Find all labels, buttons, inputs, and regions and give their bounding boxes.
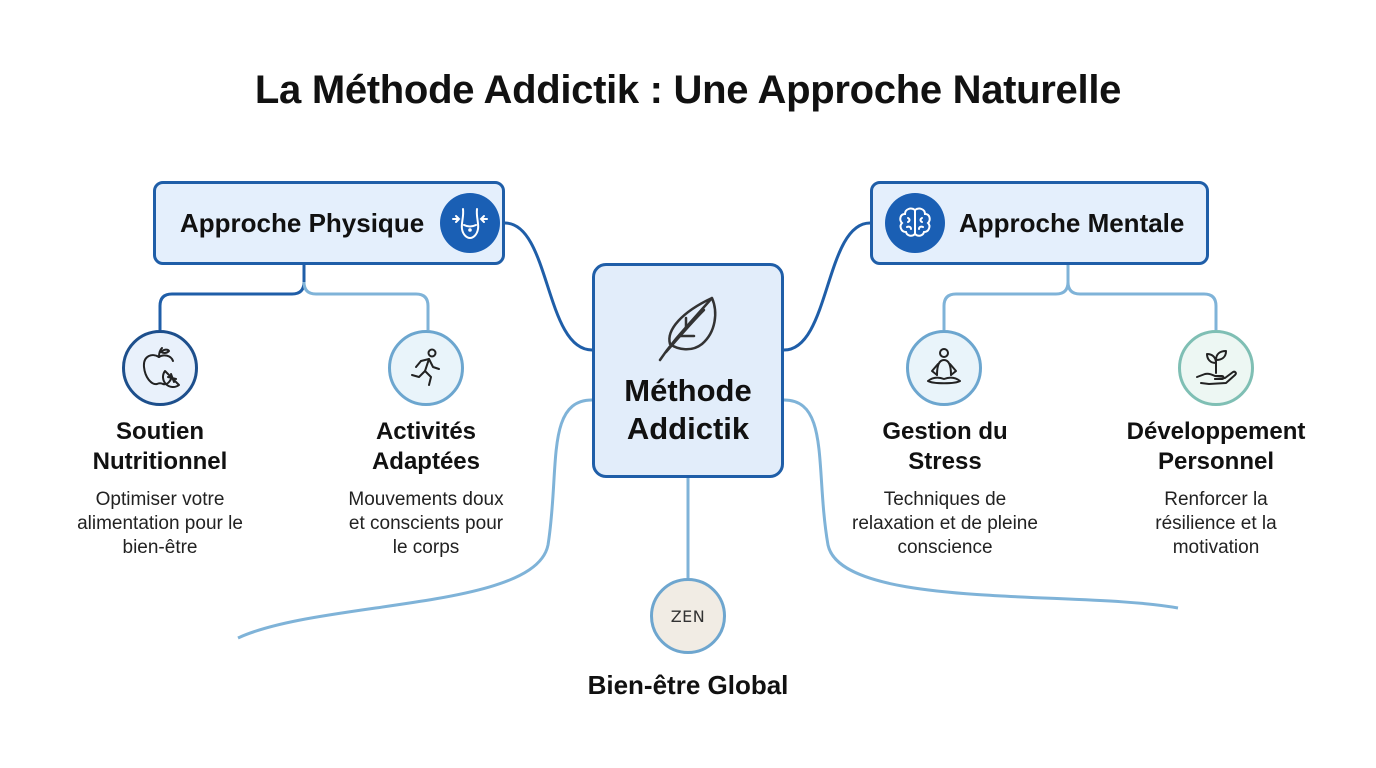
center-label-line2: Addictik <box>626 411 750 446</box>
leaf-icon <box>658 296 717 362</box>
zen-badge-text: ZEN <box>670 606 706 626</box>
connector-physique-activites <box>302 281 430 330</box>
node-title-nutrition: Soutien Nutritionnel <box>40 417 280 477</box>
node-desc-line: relaxation et de pleine <box>852 513 1038 534</box>
connector-mentale-developpement <box>1066 281 1218 330</box>
meditation-icon <box>906 330 982 406</box>
diagram-title: La Méthode Addictik : Une Approche Natur… <box>254 68 1122 112</box>
connector-physique-nutrition <box>158 265 306 330</box>
node-desc-line: Mouvements doux <box>348 489 504 510</box>
node-title-line: Stress <box>908 448 982 475</box>
approche-mentale-pill: Approche Mentale <box>870 181 1209 265</box>
sprout-in-hand-icon <box>1178 330 1254 406</box>
center-label: Méthode Addictik <box>595 372 781 448</box>
node-title-line: Développement <box>1126 418 1306 445</box>
waist-measure-icon <box>440 193 501 253</box>
node-title-line: Activités <box>375 418 477 445</box>
node-desc-line: résilience et la <box>1155 513 1277 534</box>
node-title-line: Personnel <box>1157 448 1275 475</box>
approche-mentale-label: Approche Mentale <box>959 207 1185 238</box>
zen-badge-icon: ZEN <box>650 578 726 654</box>
running-person-icon <box>388 330 464 406</box>
node-title-stress: Gestion du Stress <box>825 417 1065 477</box>
node-desc-stress: Techniques de relaxation et de pleine co… <box>825 488 1065 560</box>
apple-icon <box>122 330 198 406</box>
bien-etre-global-label: Bien-être Global <box>587 670 789 700</box>
node-desc-nutrition: Optimiser votre alimentation pour le bie… <box>40 488 280 560</box>
node-desc-line: Techniques de <box>883 489 1007 510</box>
node-title-line: Adaptées <box>371 448 481 475</box>
node-desc-line: Renforcer la <box>1164 489 1268 510</box>
brain-icon <box>885 193 945 253</box>
node-desc-line: conscience <box>897 537 993 558</box>
approche-physique-label: Approche Physique <box>180 207 425 238</box>
node-desc-line: bien-être <box>122 537 198 558</box>
node-title-line: Soutien <box>116 418 204 445</box>
connector-mentale-center <box>783 221 871 352</box>
node-title-line: Nutritionnel <box>92 448 228 475</box>
node-desc-line: le corps <box>392 537 460 558</box>
node-desc-activites: Mouvements doux et conscients pour le co… <box>306 488 546 560</box>
node-desc-developpement: Renforcer la résilience et la motivation <box>1096 488 1336 560</box>
curve-right <box>783 398 1179 610</box>
node-title-developpement: Développement Personnel <box>1096 417 1336 477</box>
node-desc-line: Optimiser votre <box>95 489 225 510</box>
node-title-line: Gestion du <box>882 418 1008 445</box>
connector-physique-center <box>504 221 593 352</box>
curve-left <box>237 398 593 640</box>
node-desc-line: et conscients pour <box>348 513 504 534</box>
center-label-line1: Méthode <box>624 373 752 408</box>
node-title-activites: Activités Adaptées <box>306 417 546 477</box>
node-desc-line: alimentation pour le <box>77 513 243 534</box>
connector-mentale-stress <box>942 265 1070 330</box>
methode-addictik-center: Méthode Addictik <box>592 263 784 478</box>
approche-physique-pill: Approche Physique <box>153 181 505 265</box>
node-desc-line: motivation <box>1172 537 1260 558</box>
